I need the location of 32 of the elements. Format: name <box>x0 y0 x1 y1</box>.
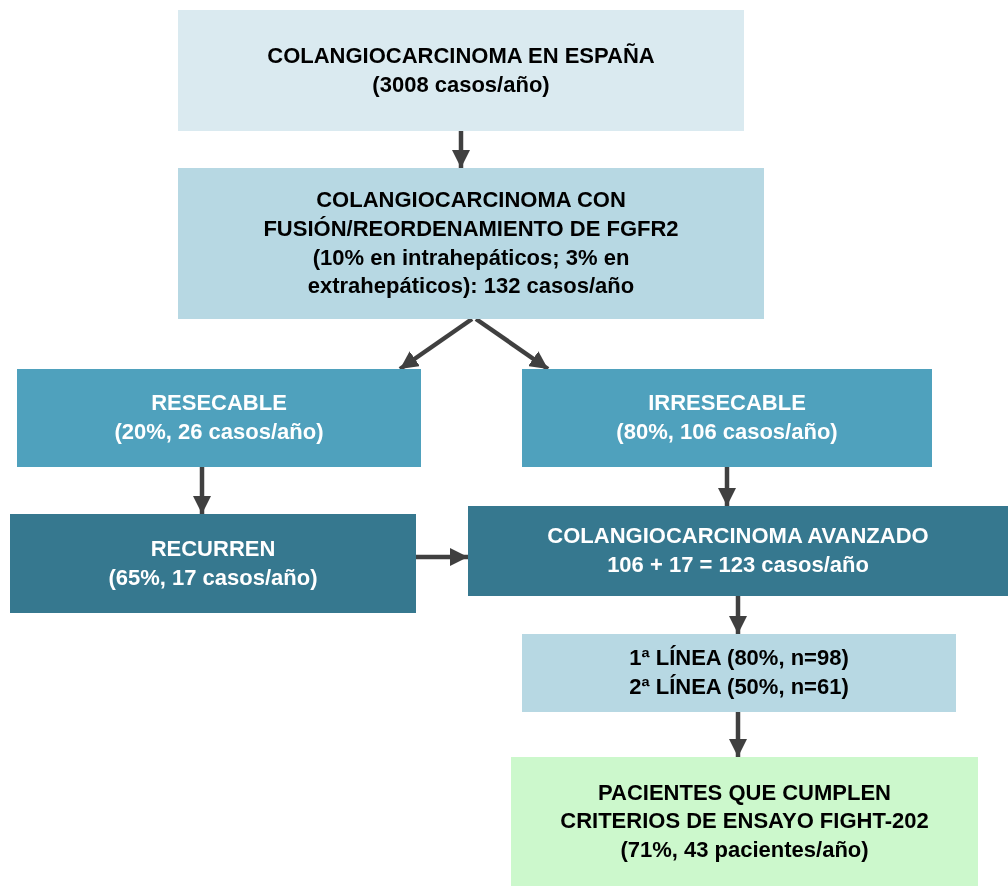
arrow <box>729 712 747 757</box>
arrow <box>193 467 211 514</box>
box-text: COLANGIOCARCINOMA AVANZADO <box>547 522 929 551</box>
box-text: (80%, 106 casos/año) <box>616 418 838 446</box>
arrow <box>452 131 470 168</box>
box-text: (20%, 26 casos/año) <box>114 418 324 446</box>
box-text: RECURREN <box>150 534 276 563</box>
box-text: COLANGIOCARCINOMA CON FUSIÓN/REORDENAMIENTO DE FGFR2 <box>262 186 680 243</box>
process-box <box>468 506 1008 596</box>
box-text: COLANGIOCARCINOMA EN ESPAÑA <box>267 41 655 70</box>
box-text: IRRESECABLE <box>648 389 806 418</box>
arrow <box>416 548 468 566</box>
box-text: 2ª LÍNEA (50%, n=61) <box>629 673 849 701</box>
arrow <box>718 467 736 506</box>
box-text: (71%, 43 pacientes/año) <box>620 835 869 864</box>
box-text: RESECABLE <box>151 389 287 418</box>
box-text: (3008 casos/año) <box>372 70 550 99</box>
arrow <box>729 596 747 634</box>
process-box <box>178 10 744 131</box>
arrow <box>398 317 474 371</box>
process-box <box>522 369 932 467</box>
process-box <box>17 369 421 467</box>
box-text: (10% en intrahepáticos; 3% en extrahepáticos): 132 casos/año <box>306 243 636 301</box>
process-box <box>511 757 978 886</box>
process-box <box>522 634 956 712</box>
box-text: 106 + 17 = 123 casos/año <box>607 551 869 579</box>
box-text: 1ª LÍNEA (80%, n=98) <box>629 644 849 673</box>
arrow <box>474 317 550 371</box>
box-text: (65%, 17 casos/año) <box>108 563 318 592</box>
process-box <box>178 168 764 319</box>
box-text: PACIENTES QUE CUMPLEN CRITERIOS DE ENSAYO FIGHT-202 <box>559 778 930 836</box>
process-box <box>10 514 416 613</box>
